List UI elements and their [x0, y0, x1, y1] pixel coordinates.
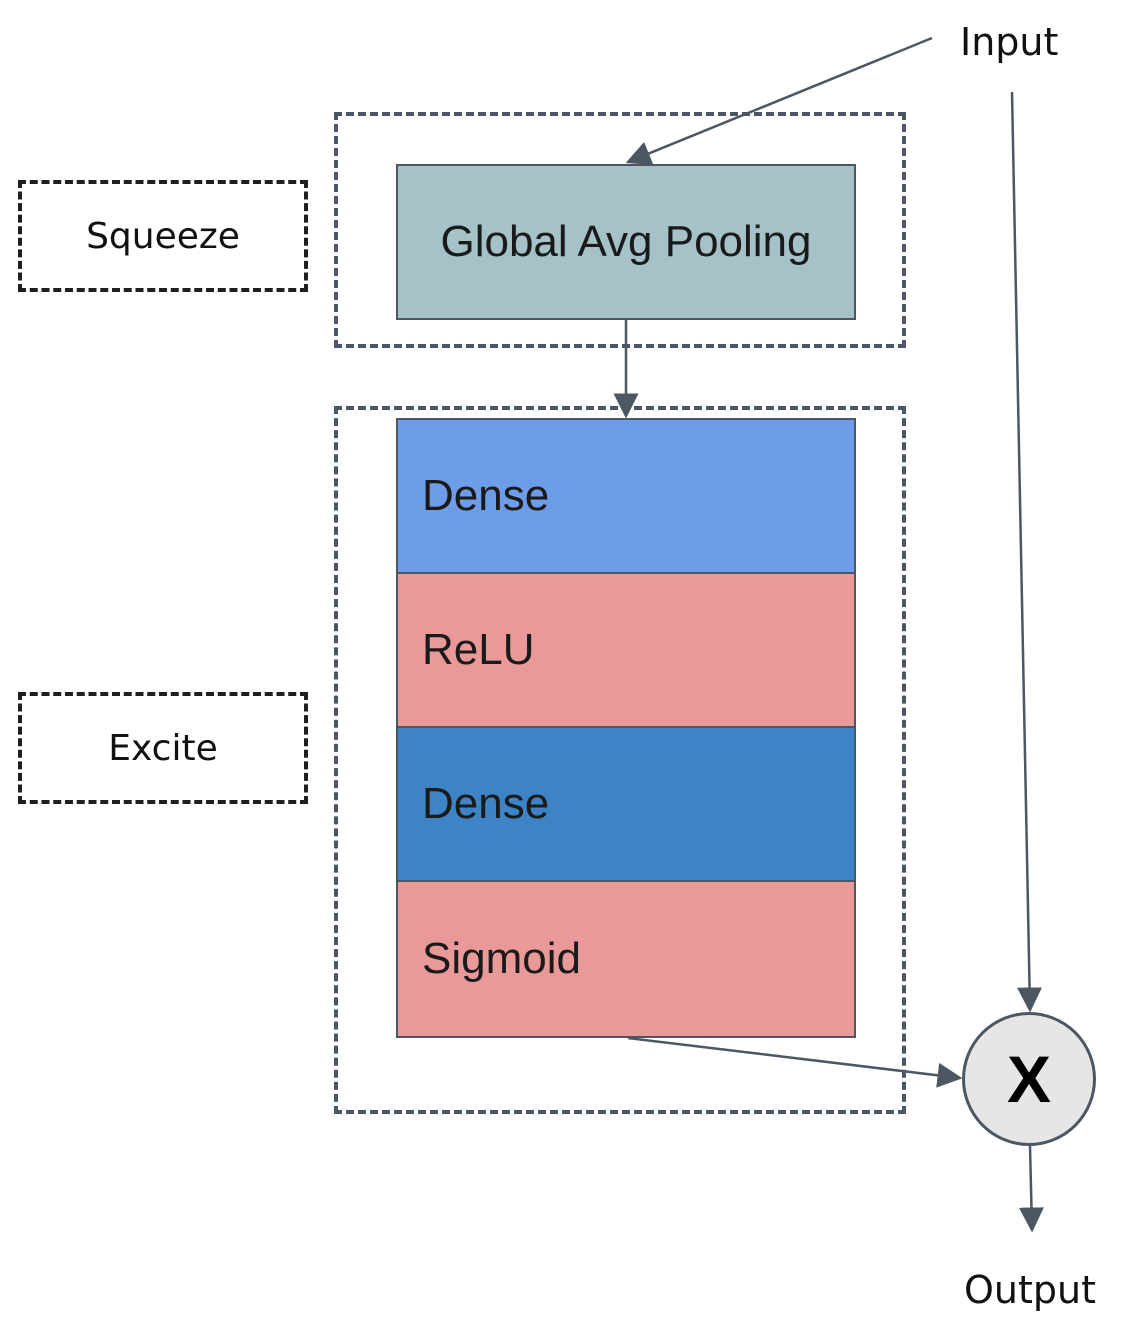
input-label: Input	[960, 20, 1059, 64]
sigmoid-layer: Sigmoid	[396, 880, 856, 1038]
dense-layer-2: Dense	[396, 726, 856, 882]
relu-layer: ReLU	[396, 572, 856, 728]
multiply-node: X	[962, 1012, 1096, 1146]
dense-layer-1: Dense	[396, 418, 856, 574]
global-avg-pooling-layer: Global Avg Pooling	[396, 164, 856, 320]
squeeze-label: Squeeze	[18, 180, 308, 292]
excite-label: Excite	[18, 692, 308, 804]
output-label: Output	[964, 1268, 1096, 1312]
input-to-multiply-arrow	[1010, 91, 1043, 1013]
squeeze-group-box	[334, 112, 906, 348]
multiply-to-output-arrow	[1018, 1145, 1044, 1233]
